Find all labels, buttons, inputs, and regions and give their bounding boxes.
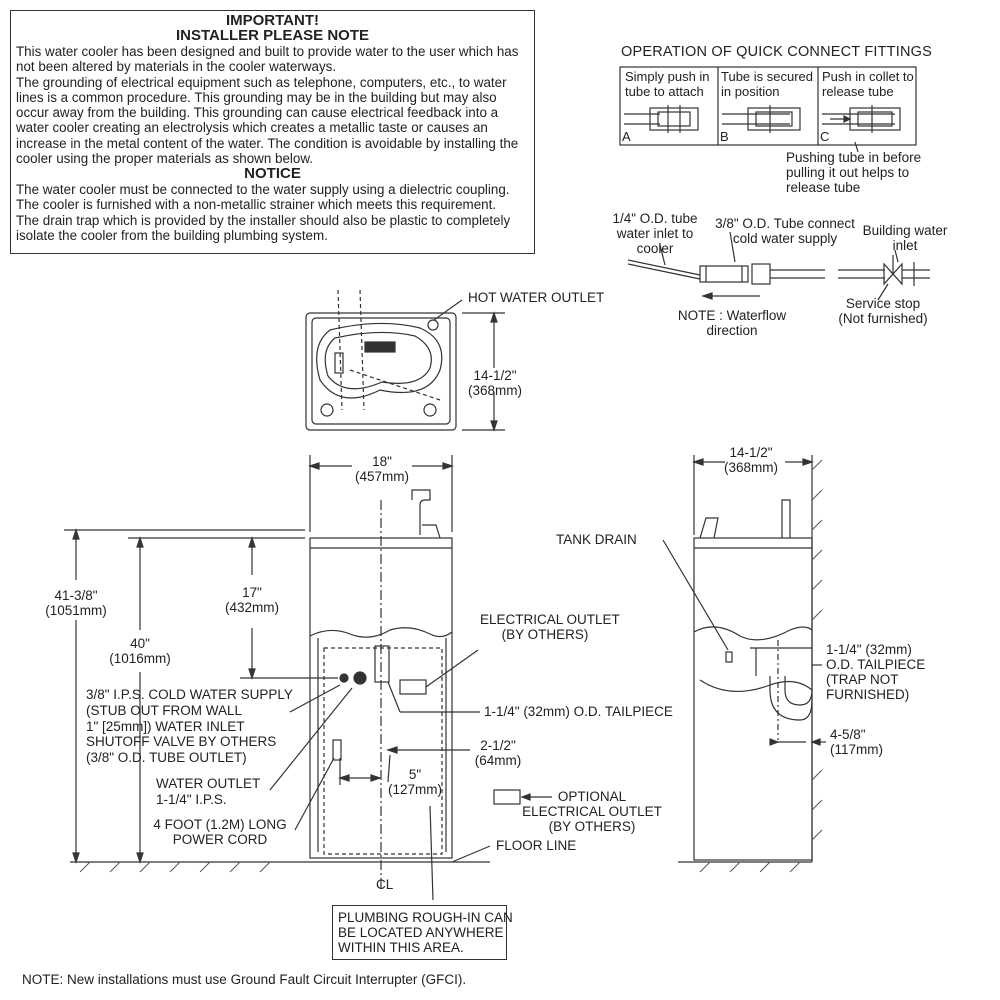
fitting-c-drawing (822, 105, 901, 133)
power-cord-label: POWER CORD (172, 832, 268, 847)
side-tailpiece-label: O.D. TAILPIECE (826, 657, 926, 672)
cold-supply-label: (STUB OUT FROM WALL (86, 703, 243, 718)
installer-notice-box (10, 10, 535, 254)
dim-4-5-8-label: (117mm) (830, 742, 884, 757)
quick-connect-title: OPERATION OF QUICK CONNECT FITTINGS (621, 44, 932, 60)
tube-inlet-label: 1/4" O.D. tube (612, 211, 698, 226)
gfci-footer-note: NOTE: New installations must use Ground … (22, 972, 467, 987)
plumbing-note-line: WITHIN THIS AREA. (338, 940, 464, 955)
tube-connect-label: cold water supply (732, 231, 838, 246)
notice-line: not been altered by materials in the coo… (16, 59, 337, 74)
notice-title-notice: NOTICE (244, 165, 301, 182)
notice-title-installer: INSTALLER PLEASE NOTE (175, 27, 370, 44)
quick-connect-table (619, 66, 917, 146)
notice-line: water cooler creating an electrolysis wh… (16, 120, 488, 135)
hot-water-outlet-label: HOT WATER OUTLET (468, 290, 605, 305)
top-depth-dim: 14-1/2" (473, 368, 517, 383)
height-40-dim: 40" (130, 636, 150, 651)
qc-cell-b-line2: in position (721, 84, 780, 99)
qc-note-line: pulling it out helps to (786, 165, 910, 180)
qc-cell-a-line2: tube to attach (625, 84, 704, 99)
tube-inlet-label: cooler (636, 241, 674, 256)
service-stop-label: (Not furnished) (838, 311, 928, 326)
notice-line: isolate the cooler from the building plu… (16, 228, 328, 243)
notice-line: This water cooler has been designed and … (16, 44, 519, 59)
side-tailpiece-label: (TRAP NOT (826, 672, 899, 687)
side-tailpiece-label: FURNISHED) (826, 687, 910, 702)
notice-title-important: IMPORTANT! (225, 12, 320, 29)
water-outlet-label: 1-1/4" I.P.S. (156, 792, 227, 807)
cold-supply-label: SHUTOFF VALVE BY OTHERS (86, 734, 277, 749)
notice-line: lines is a common procedure. This ground… (16, 90, 497, 105)
tube-inlet-label: water inlet to (616, 226, 694, 241)
floor-line-label: FLOOR LINE (496, 838, 577, 853)
side-view-drawing (662, 455, 826, 863)
tube-connect-label: 3/8" O.D. Tube connect (715, 216, 855, 231)
height-17-dim: 17" (242, 585, 262, 600)
notice-line: occur away from the building. This groun… (16, 105, 499, 120)
dim-2-5-label: (64mm) (474, 753, 522, 768)
cold-supply-label: 1" [25mm]) WATER INLET (86, 719, 245, 734)
dim-5-label: 5" (408, 767, 422, 782)
tailpiece-label: 1-1/4" (32mm) O.D. TAILPIECE (484, 704, 673, 719)
qc-note-line: Pushing tube in before (786, 150, 922, 165)
cold-supply-label: 3/8" I.P.S. COLD WATER SUPPLY (86, 687, 293, 702)
notice-line: The water cooler must be connected to th… (16, 182, 510, 197)
waterflow-note: direction (706, 323, 758, 338)
front-width-dim: 18" (372, 454, 392, 469)
wall-floor-hatch (79, 459, 823, 873)
qc-cell-b-letter: B (720, 129, 729, 144)
water-outlet-label: WATER OUTLET (156, 776, 261, 791)
dim-4-5-8-label: 4-5/8" (830, 727, 866, 742)
qc-cell-b-line1: Tube is secured (721, 69, 814, 84)
side-tailpiece-label: 1-1/4" (32mm) (826, 642, 912, 657)
notice-line: The cooler is furnished with a non-metal… (16, 197, 497, 212)
qc-cell-c-line1: Push in collet to (822, 69, 914, 84)
height-40-dim: (1016mm) (109, 651, 171, 666)
front-view-drawing (64, 455, 552, 901)
optional-outlet-label: (BY OTHERS) (548, 819, 636, 834)
qc-note-line: release tube (786, 180, 861, 195)
power-cord-label: 4 FOOT (1.2M) LONG (153, 817, 287, 832)
electrical-outlet-label: (BY OTHERS) (501, 627, 589, 642)
building-inlet-label: inlet (892, 238, 918, 253)
notice-line: cooler using the proper materials as sho… (16, 151, 313, 166)
notice-line: increase in the metal content of the wat… (16, 136, 519, 151)
building-inlet-label: Building water (862, 223, 948, 238)
cold-supply-label: (3/8" O.D. TUBE OUTLET) (86, 750, 247, 765)
waterflow-note: NOTE : Waterflow (677, 308, 787, 323)
overall-height-dim: (1051mm) (45, 603, 107, 618)
tank-drain-label: TANK DRAIN (556, 532, 637, 547)
tube-supply-diagram (627, 231, 930, 301)
top-depth-dim: (368mm) (467, 383, 522, 398)
qc-cell-a-letter: A (622, 129, 631, 144)
optional-outlet-label: OPTIONAL (557, 789, 627, 804)
notice-line: The grounding of electrical equipment su… (16, 75, 507, 90)
front-width-dim: (457mm) (354, 469, 409, 484)
centerline-label: CL (376, 877, 394, 892)
qc-cell-c-letter: C (820, 129, 830, 144)
notice-line: The drain trap which is provided by the … (16, 213, 511, 228)
side-depth-dim: 14-1/2" (729, 445, 773, 460)
height-17-dim: (432mm) (224, 600, 279, 615)
dim-5-label: (127mm) (387, 782, 442, 797)
qc-cell-c-line2: release tube (822, 84, 894, 99)
dim-2-5-label: 2-1/2" (480, 738, 516, 753)
overall-height-dim: 41-3/8" (54, 588, 98, 603)
plumbing-note-line: BE LOCATED ANYWHERE (338, 925, 504, 940)
electrical-outlet-label: ELECTRICAL OUTLET (480, 612, 620, 627)
fitting-b-drawing (722, 105, 801, 133)
service-stop-label: Service stop (845, 296, 921, 311)
plumbing-note-box (332, 905, 507, 960)
optional-outlet-label: ELECTRICAL OUTLET (522, 804, 662, 819)
top-view-drawing (305, 289, 505, 432)
plumbing-note-line: PLUMBING ROUGH-IN CAN (338, 910, 513, 925)
fitting-a-drawing (624, 105, 699, 133)
side-depth-dim: (368mm) (723, 460, 778, 475)
qc-cell-a-line1: Simply push in (625, 69, 710, 84)
